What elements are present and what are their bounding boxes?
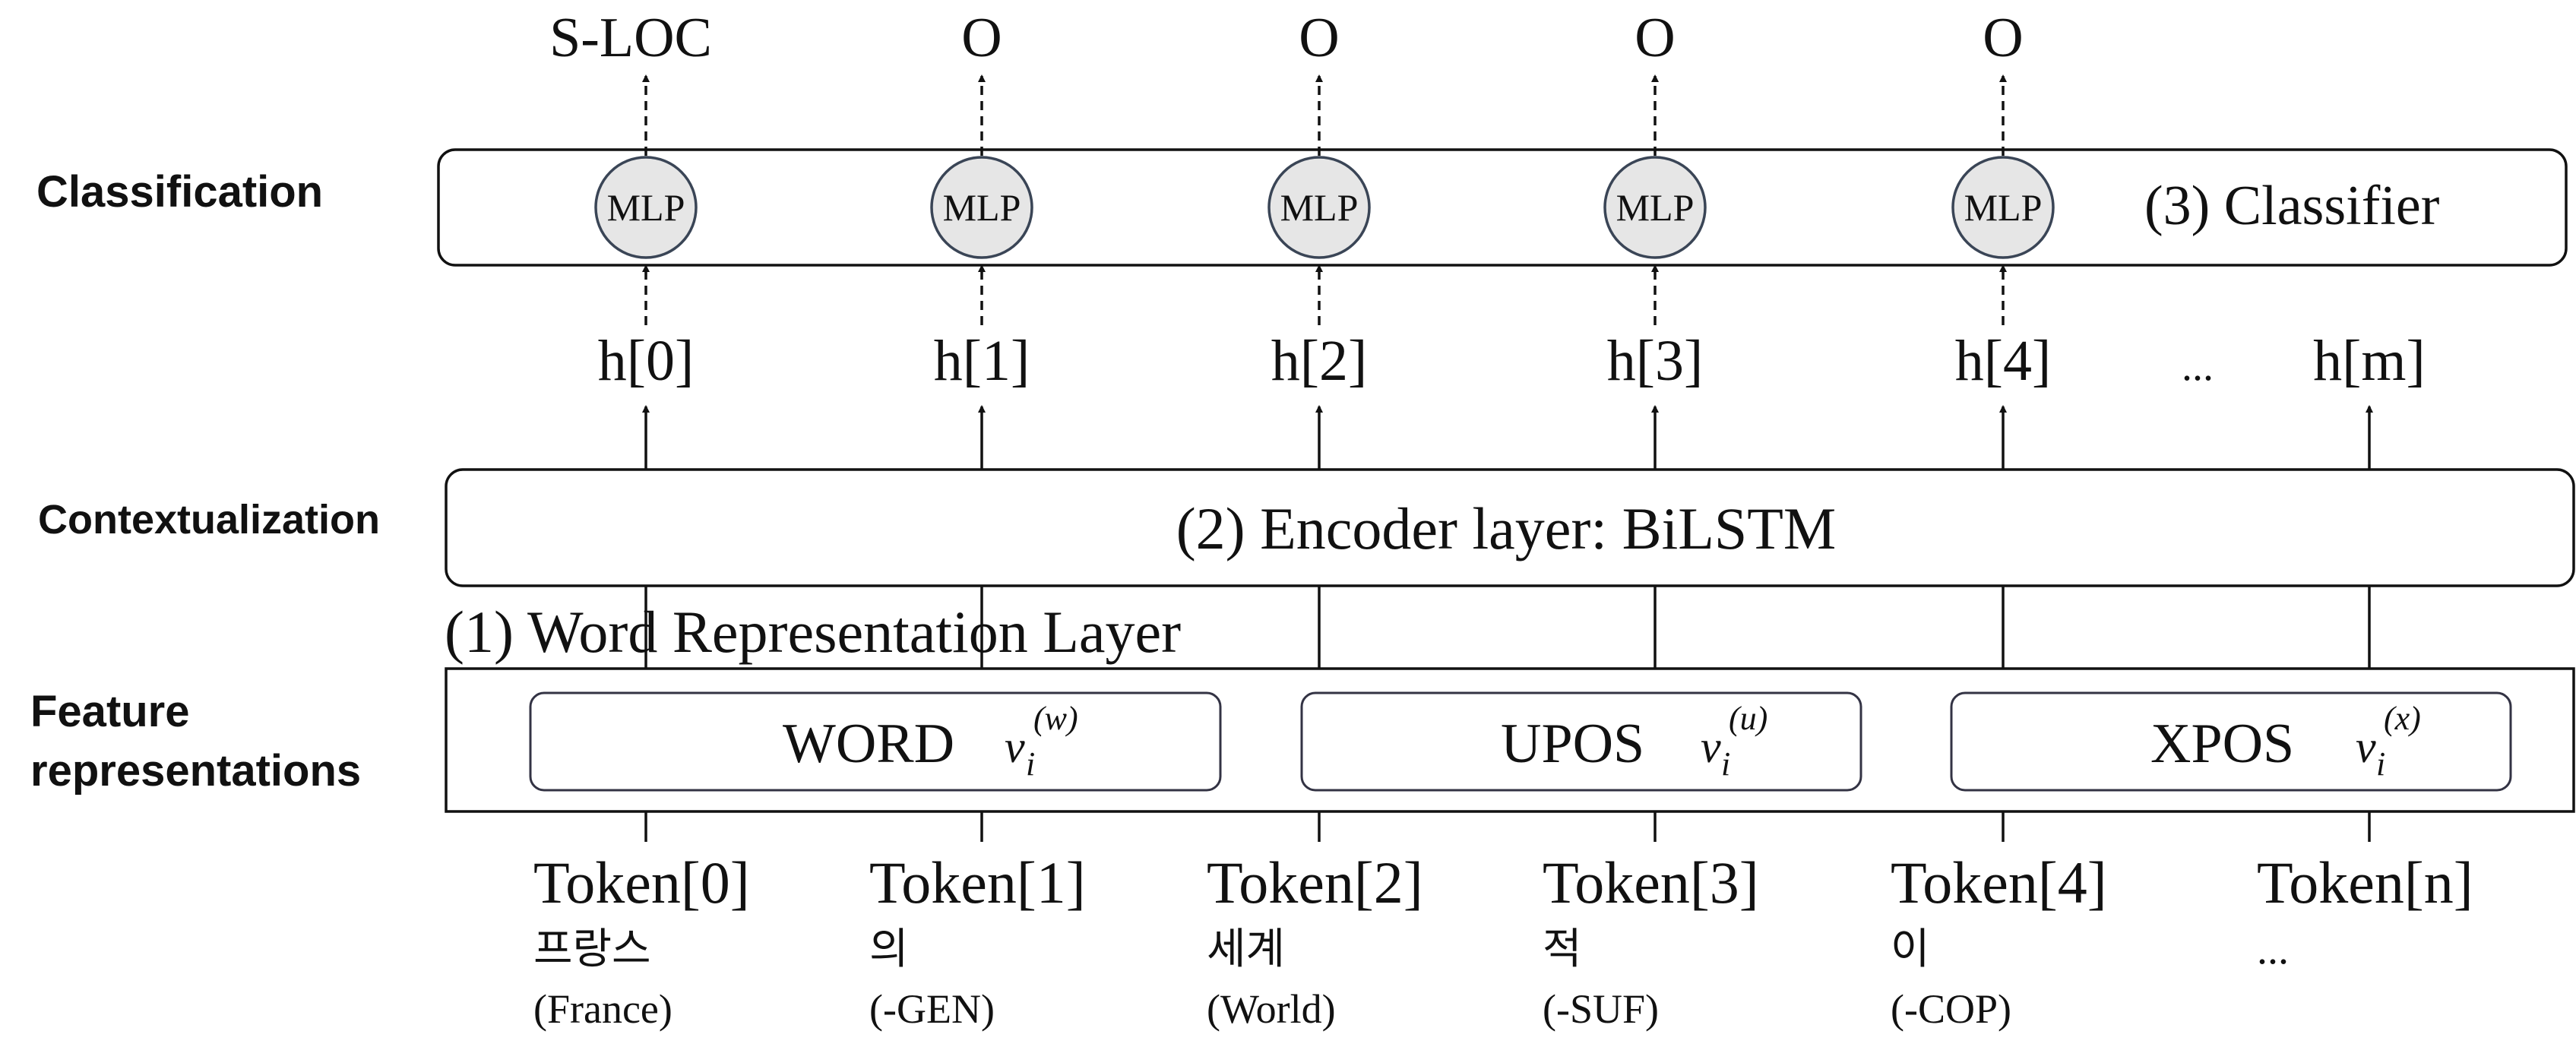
feature-xpos-var: v <box>2356 722 2376 772</box>
token-korean-1: 의 <box>869 926 909 973</box>
mlp-label: MLP <box>607 186 685 229</box>
token-gloss-4: (-COP) <box>1891 986 2011 1032</box>
mlp-node <box>1603 156 1707 259</box>
token-korean-0: 프랑스 <box>533 926 651 973</box>
mlp-label: MLP <box>1964 186 2043 229</box>
feature-word-var: v <box>1005 722 1025 772</box>
output-label-0: S-LOC <box>549 7 712 69</box>
mlp-node <box>1267 156 1371 259</box>
token-label-3: Token[3] <box>1543 849 1759 916</box>
feature-xpos: XPOS v i (x) <box>1950 691 2512 792</box>
mlp-label: MLP <box>1280 186 1359 229</box>
output-label-1: O <box>961 7 1002 69</box>
feature-xpos-sub: i <box>2376 745 2385 783</box>
output-label-2: O <box>1299 7 1339 69</box>
feature-upos-sup: (u) <box>1729 700 1767 737</box>
feature-layer-box <box>445 667 2575 813</box>
token-gloss-2: (World) <box>1207 986 1336 1032</box>
feature-xpos-name: XPOS <box>2150 713 2294 775</box>
feature-xpos-sup: (x) <box>2384 700 2421 737</box>
token-gloss-1: (-GEN) <box>869 986 995 1032</box>
output-label-4: O <box>1983 7 2023 69</box>
encoder-box <box>445 468 2575 587</box>
token-korean-5: ... <box>2257 926 2289 973</box>
section-label-feature: Feature <box>30 687 190 736</box>
feature-upos-name: UPOS <box>1501 713 1644 775</box>
token-label-4: Token[4] <box>1891 849 2107 916</box>
feature-upos: UPOS v i (u) <box>1300 691 1862 792</box>
mlp-label: MLP <box>1616 186 1695 229</box>
word-representation-label: (1) Word Representation Layer <box>445 599 1181 665</box>
encoder-label: (2) Encoder layer: BiLSTM <box>1176 495 1837 561</box>
feature-upos-var: v <box>1701 722 1721 772</box>
classifier-label: (3) Classifier <box>2144 175 2439 237</box>
token-korean-3: 적 <box>1543 926 1582 973</box>
mlp-node <box>1951 156 2055 259</box>
token-label-2: Token[2] <box>1207 849 1423 916</box>
section-label-contextualization: Contextualization <box>38 497 380 542</box>
hidden-state-4: h[4] <box>1955 329 2052 393</box>
hidden-state-2: h[2] <box>1271 329 1368 393</box>
hidden-state-5: ... <box>2182 343 2214 390</box>
feature-word-name: WORD <box>783 713 954 775</box>
hidden-state-3: h[3] <box>1607 329 1704 393</box>
feature-word-sub: i <box>1026 745 1035 783</box>
token-gloss-0: (France) <box>533 986 672 1032</box>
token-korean-2: 세계 <box>1207 926 1285 973</box>
token-gloss-3: (-SUF) <box>1543 986 1659 1032</box>
section-label-classification: Classification <box>36 167 323 217</box>
feature-upos-sub: i <box>1721 745 1730 783</box>
token-korean-4: 이 <box>1891 926 1930 973</box>
hidden-state-1: h[1] <box>934 329 1030 393</box>
feature-word-sup: (w) <box>1033 700 1078 737</box>
mlp-label: MLP <box>943 186 1021 229</box>
hidden-state-6: h[m] <box>2313 329 2426 393</box>
hidden-state-0: h[0] <box>598 329 695 393</box>
output-label-3: O <box>1635 7 1675 69</box>
token-label-1: Token[1] <box>869 849 1086 916</box>
feature-word: WORD v i (w) <box>529 691 1222 792</box>
token-label-5: Token[n] <box>2257 849 2473 916</box>
mlp-node <box>594 156 698 259</box>
token-label-0: Token[0] <box>533 849 750 916</box>
section-label-representations: representations <box>30 746 361 796</box>
mlp-node <box>930 156 1033 259</box>
